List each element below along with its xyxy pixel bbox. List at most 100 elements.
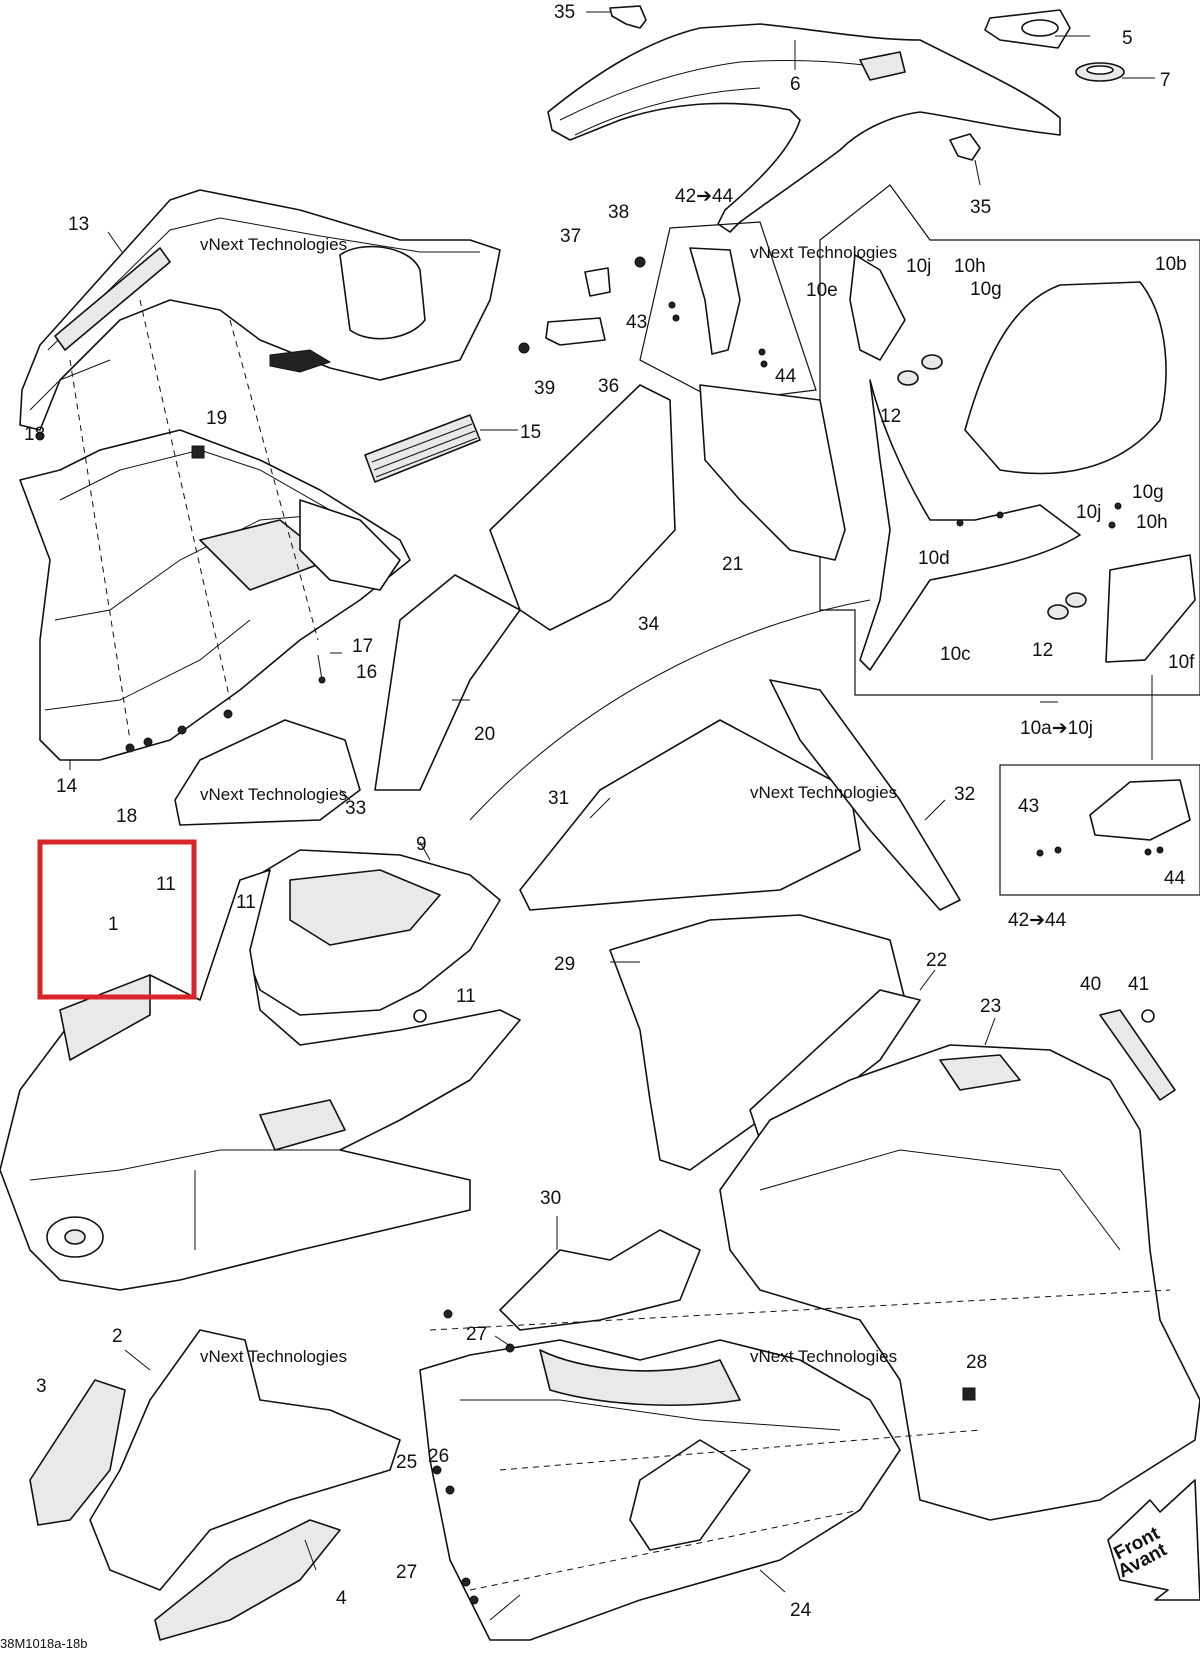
part-20-panel [374, 574, 521, 791]
part-15-vent [364, 414, 481, 483]
svg-text:21: 21 [722, 554, 743, 575]
svg-text:7: 7 [1160, 70, 1171, 91]
svg-text:3: 3 [36, 1376, 47, 1397]
svg-text:24: 24 [790, 1600, 812, 1621]
watermark: vNext Technologies vNext Technologies vN… [200, 235, 897, 1366]
svg-text:11: 11 [456, 986, 476, 1007]
svg-text:42➔44: 42➔44 [675, 186, 734, 207]
svg-text:vNext Technologies: vNext Technologies [200, 785, 347, 804]
svg-text:16: 16 [356, 662, 377, 683]
svg-text:15: 15 [520, 422, 541, 443]
svg-text:43: 43 [1018, 796, 1039, 817]
svg-text:34: 34 [638, 614, 660, 635]
svg-text:40: 40 [1080, 974, 1101, 995]
svg-text:20: 20 [474, 724, 495, 745]
part-3-grille [29, 1379, 126, 1526]
svg-text:23: 23 [980, 996, 1001, 1017]
svg-text:vNext Technologies: vNext Technologies [200, 235, 347, 254]
part-30-panel [499, 1229, 701, 1331]
svg-text:18: 18 [24, 424, 45, 445]
svg-text:12: 12 [880, 406, 901, 427]
svg-text:6: 6 [790, 74, 801, 95]
part-2-bracket [89, 1329, 401, 1591]
part-4-grille [154, 1519, 341, 1641]
svg-text:18: 18 [116, 806, 137, 827]
part-7-ring [1075, 62, 1125, 82]
part-23-side-panel [719, 1044, 1200, 1521]
svg-text:10j: 10j [1076, 502, 1101, 523]
svg-text:11: 11 [236, 892, 256, 913]
svg-text:9: 9 [416, 834, 427, 855]
svg-text:11: 11 [156, 874, 176, 895]
front-arrow: Front Avant [1107, 1479, 1200, 1601]
svg-text:43: 43 [626, 312, 647, 333]
svg-text:44: 44 [775, 366, 797, 387]
svg-text:10j: 10j [906, 256, 931, 277]
part-32-panel [769, 679, 961, 911]
svg-text:10b: 10b [1155, 254, 1187, 275]
svg-text:38: 38 [608, 202, 629, 223]
svg-text:30: 30 [540, 1188, 561, 1209]
svg-text:10g: 10g [1132, 482, 1164, 503]
part-37-bracket [584, 267, 611, 297]
part-35-clip [949, 133, 981, 161]
svg-text:10c: 10c [940, 644, 971, 665]
svg-text:35: 35 [970, 197, 991, 218]
part-38-bolt [634, 256, 646, 268]
part-16-17-screw [317, 654, 326, 684]
svg-text:32: 32 [954, 784, 975, 805]
svg-text:vNext Technologies: vNext Technologies [750, 243, 897, 262]
part-34-panel [489, 384, 676, 631]
part-39-nut [518, 342, 530, 354]
svg-text:10h: 10h [954, 256, 986, 277]
svg-text:44: 44 [1164, 868, 1186, 889]
svg-text:35: 35 [554, 2, 575, 23]
part-28-clip [962, 1387, 976, 1401]
part-25-26-27-fasteners [432, 1309, 515, 1605]
highlight-box [37, 839, 197, 1000]
svg-text:19: 19 [206, 408, 227, 429]
svg-text:12: 12 [1032, 640, 1053, 661]
part-21-panel [699, 384, 846, 561]
part-18-fasteners [35, 431, 233, 753]
svg-text:vNext Technologies: vNext Technologies [750, 1347, 897, 1366]
svg-text:37: 37 [560, 226, 581, 247]
part-31-panel [519, 719, 861, 911]
part-9-headlight [226, 849, 501, 1023]
part-36-mount [545, 317, 606, 346]
svg-text:22: 22 [926, 950, 947, 971]
svg-text:13: 13 [68, 214, 89, 235]
svg-text:10a➔10j: 10a➔10j [1020, 718, 1093, 739]
svg-text:vNext Technologies: vNext Technologies [750, 783, 897, 802]
part-35-top-clip [609, 5, 647, 29]
svg-text:31: 31 [548, 788, 569, 809]
svg-text:vNext Technologies: vNext Technologies [200, 1347, 347, 1366]
part-13-upper-hood [19, 189, 501, 431]
part-24-lower-panel [419, 1339, 901, 1641]
svg-text:33: 33 [345, 798, 366, 819]
svg-text:1: 1 [108, 914, 119, 935]
part-19-clip [191, 445, 205, 459]
part-33-panel [174, 719, 361, 826]
svg-text:28: 28 [966, 1352, 987, 1373]
svg-text:10g: 10g [970, 279, 1002, 300]
svg-text:5: 5 [1122, 28, 1133, 49]
kit-42-44-right [999, 764, 1200, 896]
svg-text:10f: 10f [1168, 652, 1195, 673]
part-6-upper-panel [547, 23, 1061, 233]
svg-text:38M1018a-18b: 38M1018a-18b [0, 1636, 87, 1651]
part-40-41-bracket [1099, 1009, 1176, 1101]
svg-text:14: 14 [56, 776, 78, 797]
svg-text:10h: 10h [1136, 512, 1168, 533]
svg-text:41: 41 [1128, 974, 1149, 995]
svg-text:2: 2 [112, 1326, 123, 1347]
svg-text:29: 29 [554, 954, 575, 975]
svg-text:17: 17 [352, 636, 373, 657]
svg-text:10d: 10d [918, 548, 950, 569]
svg-text:27: 27 [466, 1324, 487, 1345]
svg-text:27: 27 [396, 1562, 417, 1583]
leader-lines [69, 11, 1155, 1593]
svg-text:10e: 10e [806, 280, 838, 301]
